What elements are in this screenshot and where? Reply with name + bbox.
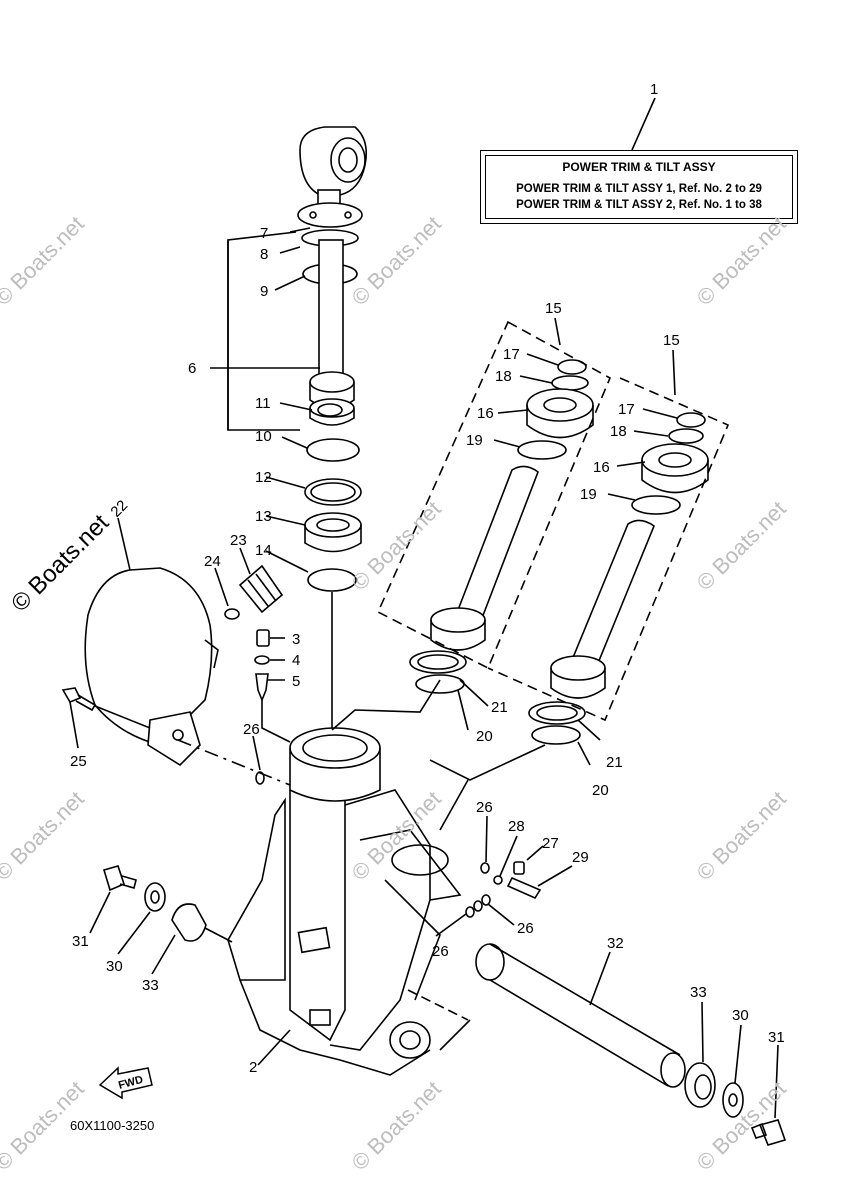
callout-23: 23 xyxy=(230,532,247,549)
bolt-25 xyxy=(61,687,97,712)
callout-2: 2 xyxy=(249,1059,257,1076)
callout-28: 28 xyxy=(508,818,525,835)
piston-left xyxy=(526,388,594,439)
piston-rod-left xyxy=(430,465,539,651)
tilt-rod-assembly xyxy=(297,126,368,426)
callout-26b: 26 xyxy=(476,799,493,816)
callout-13: 13 xyxy=(255,508,272,525)
drawing-code: 60X1100-3250 xyxy=(70,1118,155,1133)
callout-27: 27 xyxy=(542,835,559,852)
callout-15b: 15 xyxy=(663,332,680,349)
callout-33a: 33 xyxy=(142,977,159,994)
callout-32: 32 xyxy=(607,935,624,952)
callout-20a: 20 xyxy=(476,728,493,745)
callout-26a: 26 xyxy=(243,721,260,738)
callout-25: 25 xyxy=(70,753,87,770)
legend-inner-border xyxy=(485,155,793,219)
tilt-cylinder-kit-left xyxy=(376,320,612,670)
callout-18b: 18 xyxy=(610,423,627,440)
callout-22: 22 xyxy=(107,497,131,521)
callout-21a: 21 xyxy=(491,699,508,716)
legend-line-1: POWER TRIM & TILT ASSY 1, Ref. No. 2 to … xyxy=(516,183,762,195)
callout-14: 14 xyxy=(255,542,272,559)
tilt-tube xyxy=(475,943,686,1088)
callout-8: 8 xyxy=(260,246,268,263)
callout-19b: 19 xyxy=(580,486,597,503)
callout-6: 6 xyxy=(188,360,196,377)
callout-21b: 21 xyxy=(606,754,623,771)
callout-4: 4 xyxy=(292,652,300,669)
callout-16a: 16 xyxy=(477,405,494,422)
filter-part xyxy=(238,564,284,614)
callout-20b: 20 xyxy=(592,782,609,799)
callout-30b: 30 xyxy=(732,1007,749,1024)
callout-12: 12 xyxy=(255,469,272,486)
callout-9: 9 xyxy=(260,283,268,300)
gland-nut xyxy=(304,512,362,553)
callout-30a: 30 xyxy=(106,958,123,975)
callout-31b: 31 xyxy=(768,1029,785,1046)
main-cylinder-body xyxy=(227,727,462,1076)
callout-24: 24 xyxy=(204,553,221,570)
callout-18a: 18 xyxy=(495,368,512,385)
callout-29: 29 xyxy=(572,849,589,866)
callout-5: 5 xyxy=(292,673,300,690)
callout-26c: 26 xyxy=(517,920,534,937)
legend-box: POWER TRIM & TILT ASSY POWER TRIM & TILT… xyxy=(480,150,798,224)
legend-line-2: POWER TRIM & TILT ASSY 2, Ref. No. 1 to … xyxy=(516,199,762,211)
piston-right xyxy=(641,443,709,494)
callout-17a: 17 xyxy=(503,346,520,363)
fwd-arrow-icon xyxy=(98,1066,153,1100)
callout-10: 10 xyxy=(255,428,272,445)
legend-title: POWER TRIM & TILT ASSY xyxy=(562,160,716,174)
callout-16b: 16 xyxy=(593,459,610,476)
tilt-cylinder-kit-right xyxy=(487,377,730,722)
callout-1: 1 xyxy=(650,81,658,98)
callout-19a: 19 xyxy=(466,432,483,449)
callout-7: 7 xyxy=(260,225,268,242)
callout-26d: 26 xyxy=(432,943,449,960)
callout-31a: 31 xyxy=(72,933,89,950)
cover-part xyxy=(84,567,219,767)
callout-3: 3 xyxy=(292,631,300,648)
callout-15a: 15 xyxy=(545,300,562,317)
callout-33b: 33 xyxy=(690,984,707,1001)
callout-17b: 17 xyxy=(618,401,635,418)
piston-rod-right xyxy=(550,519,655,699)
callout-11: 11 xyxy=(255,395,271,412)
